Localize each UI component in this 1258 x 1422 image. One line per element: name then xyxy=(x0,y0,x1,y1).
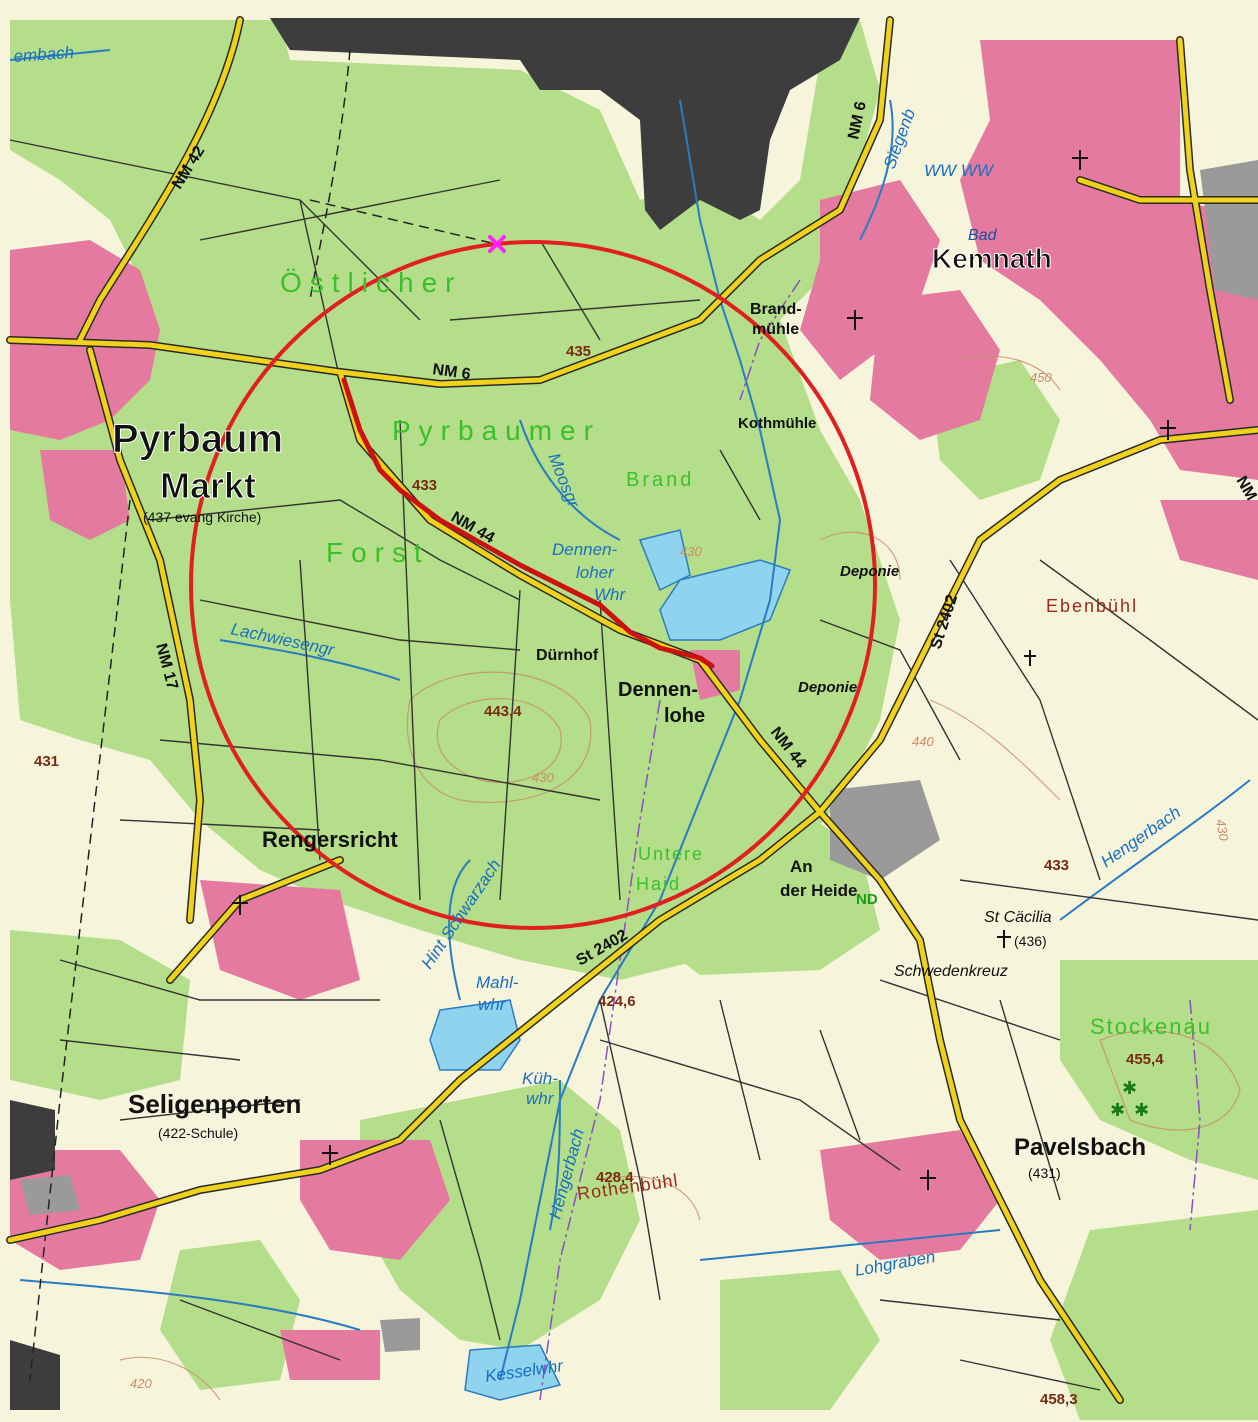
label-forst: Forst xyxy=(326,537,430,568)
contour-430a: 430 xyxy=(680,544,702,559)
label-dennenlohe-1: Dennen- xyxy=(618,679,698,701)
label-dennenloher-3: Whr xyxy=(594,585,627,604)
elev-4434: 443,4 xyxy=(484,703,522,720)
elev-4583: 458,3 xyxy=(1040,1391,1078,1408)
label-seligenporten: Seligenporten xyxy=(128,1089,301,1119)
elev-435: 435 xyxy=(566,343,591,360)
masked-areas xyxy=(10,18,860,1410)
label-bad: Bad xyxy=(968,227,998,244)
tree-icons: ✱ ✱ ✱ xyxy=(1110,1078,1149,1121)
boundaries xyxy=(29,49,501,1381)
label-st-cacilia: St Cäcilia xyxy=(984,909,1052,926)
label-deponie-2: Deponie xyxy=(798,679,857,696)
elevation-labels: 435 433 443,4 431 433 424,6 455,4 428,4 … xyxy=(34,343,1164,1408)
label-dennenlohe-2: lohe xyxy=(664,705,705,727)
label-kemnath: Kemnath xyxy=(932,243,1052,274)
label-nd: ND xyxy=(856,891,878,908)
label-brandmuehle-1: Brand- xyxy=(750,301,802,318)
label-markt: Markt xyxy=(160,465,256,506)
label-untere: Untere xyxy=(638,844,704,864)
label-ebenbuehl: Ebenbühl xyxy=(1046,596,1138,616)
elev-433a: 433 xyxy=(412,477,437,494)
label-stockenau: Stockenau xyxy=(1090,1014,1212,1039)
label-embach: embach xyxy=(13,43,75,66)
elev-431: 431 xyxy=(34,753,59,770)
label-nm6-west: NM 6 xyxy=(431,361,471,383)
label-ww: WW WW xyxy=(924,161,995,180)
place-labels: Pyrbaum Markt (437 evang Kirche) Kemnath… xyxy=(112,227,1147,1181)
water-bodies xyxy=(429,529,791,1401)
contour-labels: 430 430 440 450 420 430 xyxy=(130,370,1232,1391)
x-marker xyxy=(488,235,506,253)
label-mahlwhr-2: whr xyxy=(478,995,507,1014)
label-kothmuehle: Kothmühle xyxy=(738,415,816,432)
elev-433b: 433 xyxy=(1044,857,1069,874)
contour-lines xyxy=(119,355,1241,1401)
contour-440: 440 xyxy=(912,734,934,749)
roads xyxy=(7,17,1258,1403)
label-an-der-heide-2: der Heide xyxy=(780,881,857,900)
contour-420: 420 xyxy=(130,1376,152,1391)
paths xyxy=(9,139,1258,1391)
label-kuehwhr-2: whr xyxy=(526,1089,555,1108)
label-oestlicher: Östlicher xyxy=(280,267,462,298)
label-brand: Brand xyxy=(626,469,694,491)
label-pyrbaumer: Pyrbaumer xyxy=(392,415,601,446)
label-dennenloher-1: Dennen- xyxy=(552,540,618,559)
label-deponie-1: Deponie xyxy=(840,563,899,580)
svg-text:✱: ✱ xyxy=(1122,1078,1137,1099)
svg-text:✱: ✱ xyxy=(1134,1100,1149,1121)
label-an-der-heide-1: An xyxy=(790,857,813,876)
label-pavelsbach: Pavelsbach xyxy=(1014,1134,1146,1161)
feature-labels: Deponie Deponie ND xyxy=(798,563,899,908)
radius-circle xyxy=(189,240,877,930)
church-icons xyxy=(232,150,1176,1190)
label-duernhof: Dürnhof xyxy=(536,647,599,664)
forest-labels: Östlicher Pyrbaumer Forst Brand Untere H… xyxy=(280,267,1212,1204)
label-schwedenkreuz: Schwedenkreuz xyxy=(894,963,1008,980)
label-brandmuehle-2: mühle xyxy=(752,321,799,338)
elev-4246: 424,6 xyxy=(598,993,636,1010)
admin-boundary xyxy=(539,279,1201,1401)
elev-4284: 428,4 xyxy=(596,1169,634,1186)
svg-text:✱: ✱ xyxy=(1110,1100,1125,1121)
label-kuehwhr-1: Küh- xyxy=(522,1069,558,1088)
label-pavelsbach-sub: (431) xyxy=(1028,1165,1061,1181)
contour-450: 450 xyxy=(1030,370,1052,385)
label-haid: Haid xyxy=(636,874,681,894)
highlighted-route xyxy=(341,377,715,669)
label-dennenloher-2: loher xyxy=(576,563,615,582)
label-rengersricht: Rengersricht xyxy=(262,827,398,852)
label-seligenporten-sub: (422-Schule) xyxy=(158,1125,238,1141)
contour-430c: 430 xyxy=(1213,818,1232,843)
label-st-cacilia-sub: (436) xyxy=(1014,933,1047,949)
elev-4554: 455,4 xyxy=(1126,1051,1164,1068)
label-pyrbaum: Pyrbaum xyxy=(112,417,283,461)
label-pyrbaum-sub: (437 evang Kirche) xyxy=(143,509,261,525)
forest-areas xyxy=(10,20,1258,1420)
label-mahlwhr-1: Mahl- xyxy=(476,973,519,992)
contour-430b: 430 xyxy=(532,770,554,785)
streams xyxy=(9,49,1251,1381)
